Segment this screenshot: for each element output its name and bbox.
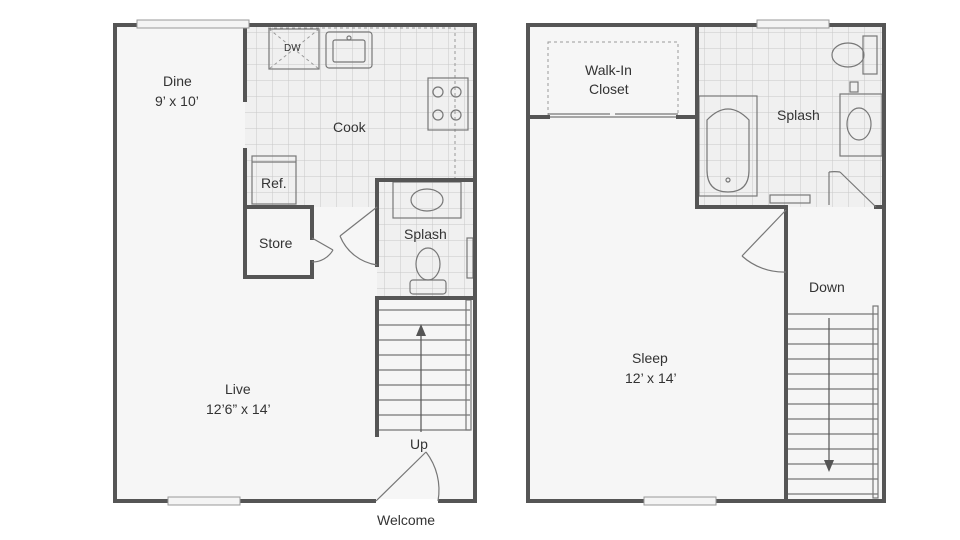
closet-label-line2: Closet [589,81,629,97]
splash-down-label: Splash [404,226,447,242]
bath-door[interactable] [339,206,378,266]
live-label: Live [225,381,251,397]
ref-label: Ref. [261,175,287,191]
splash-up-label: Splash [777,107,820,123]
upper-bath-tiles [697,25,884,207]
kitchen-tiles [245,25,475,207]
upper-toilet [831,42,865,68]
kitchen-sink [325,31,373,69]
counter-outline [268,27,456,180]
stove [427,77,469,131]
store-label: Store [259,235,293,251]
dine-size: 9’ x 10’ [155,93,199,109]
upper-floor: Walk-In Closet [526,19,886,506]
ground-outer-wall [113,23,477,503]
upper-handrail [872,305,879,499]
live-size: 12’6” x 14’ [206,401,271,417]
dine-label: Dine [163,73,192,89]
sleep-label: Sleep [632,350,668,366]
stairs-up[interactable] [377,298,473,435]
refrigerator [251,155,297,205]
window-sleep [643,496,717,506]
up-arrow-icon [416,324,426,336]
ground-floor: DW Ref. [113,19,477,528]
window-live [167,496,241,506]
bedroom-door[interactable] [741,209,787,273]
up-label: Up [410,436,428,452]
down-arrow-icon [824,460,834,472]
window-dine [136,19,250,29]
upper-bath-door[interactable] [828,171,877,208]
down-label: Down [809,279,845,295]
sleep-size: 12’ x 14’ [625,370,677,386]
welcome-label: Welcome [377,512,435,528]
cook-label: Cook [333,119,367,135]
upper-sink [846,107,872,141]
closet-label-line1: Walk-In [585,62,632,78]
upper-toilet-tank [862,35,878,75]
window-upper-bath [756,19,830,29]
dw-label: DW [284,43,301,54]
store-walls [243,205,314,279]
store-door[interactable] [311,237,334,263]
dishwasher [268,28,320,70]
stairs-down[interactable] [786,302,882,501]
entry-door[interactable] [375,451,440,505]
bath-sink [410,188,444,212]
